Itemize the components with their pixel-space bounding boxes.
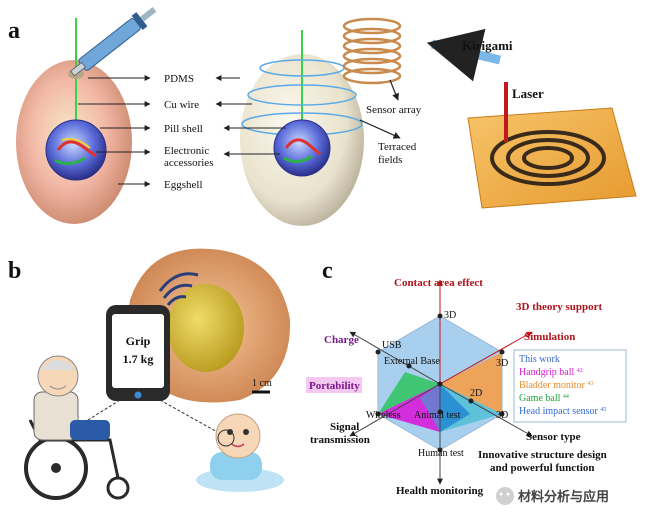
tick-human-test: Human test xyxy=(418,448,464,459)
tick-right-3d-upper: 3D xyxy=(496,358,508,369)
axis-3d-theory-support: 3D theory support xyxy=(516,301,603,313)
legend-item: This work xyxy=(519,354,560,365)
left-callout-arrows xyxy=(78,75,286,187)
area-game-ball xyxy=(378,372,440,414)
watermark-text: 材料分析与应用 xyxy=(518,489,609,504)
panel-b-label: b xyxy=(8,258,21,284)
radar-tick-dots xyxy=(375,313,505,453)
legend: This work Handgrip ball 42 Bladder monit… xyxy=(513,349,627,423)
portability-highlight xyxy=(306,377,362,393)
laser-plate-illustration xyxy=(467,82,637,209)
legend-item: Handgrip ball 42 xyxy=(519,367,583,378)
panel-a: a xyxy=(8,6,637,226)
panel-a-label: a xyxy=(8,18,20,44)
tick-right-3d-lower: 3D xyxy=(496,410,508,421)
axis-transmission: transmission xyxy=(310,434,370,446)
label-pill-shell: Pill shell xyxy=(164,123,203,135)
scale-bar-label: 1 cm xyxy=(252,378,272,389)
axis-signal: Signal xyxy=(330,421,359,433)
area-bladder-monitor xyxy=(440,352,502,414)
axis-sensor-type: Sensor type xyxy=(526,431,581,443)
tick-animal-test: Animal test xyxy=(414,410,461,421)
elderly-wheelchair-illustration xyxy=(24,355,130,500)
axis-innovative-1: Innovative structure design xyxy=(478,449,607,461)
egg-right-illustration xyxy=(240,30,364,226)
tick-wireless: Wireless xyxy=(366,410,401,421)
panel-c: c 3D 3D xyxy=(306,258,627,497)
label-terraced: Terraced xyxy=(378,141,417,153)
axis-health-monitoring: Health monitoring xyxy=(396,485,484,497)
axis-contact-area-effect: Contact area effect xyxy=(394,277,483,289)
axis-charge: Charge xyxy=(324,334,359,346)
baby-illustration xyxy=(196,413,284,492)
tick-top-3d: 3D xyxy=(444,310,456,321)
label-eggshell: Eggshell xyxy=(164,179,203,191)
axis-portability: Portability xyxy=(309,380,360,392)
radar-axes xyxy=(349,279,533,485)
phone-grip-text: Grip xyxy=(126,334,151,348)
sensor-array-coil xyxy=(342,17,402,85)
grip-ball xyxy=(168,284,244,372)
label-fields: fields xyxy=(378,154,402,166)
axis-innovative-2: and powerful function xyxy=(490,462,595,474)
label-accessories: accessories xyxy=(164,157,213,169)
axis-simulation: Simulation xyxy=(524,331,575,343)
label-sensor-array: Sensor array xyxy=(366,104,422,116)
label-electronic: Electronic xyxy=(164,145,209,157)
legend-item: Game ball 44 xyxy=(519,393,569,404)
kirigami-label: Kirigami xyxy=(462,38,513,53)
tick-external-base: External Base xyxy=(384,356,440,367)
tick-usb: USB xyxy=(382,340,402,351)
phone-weight-text: 1.7 kg xyxy=(123,352,154,366)
wireless-signal-icon xyxy=(158,272,199,306)
legend-item: Head impact sensor 45 xyxy=(519,406,606,417)
panel-b: b 1 cm Grip 1.7 kg xyxy=(8,240,292,500)
legend-item: Bladder monitor 43 xyxy=(519,380,593,391)
phone-device xyxy=(106,305,170,401)
label-pdms: PDMS xyxy=(164,73,194,85)
kirigami-arrow xyxy=(426,28,502,82)
panel-c-label: c xyxy=(322,258,333,284)
watermark: 材料分析与应用 xyxy=(496,487,609,505)
laser-label: Laser xyxy=(512,86,544,101)
tick-right-2d: 2D xyxy=(470,388,482,399)
label-cu-wire: Cu wire xyxy=(164,99,199,111)
legend-box xyxy=(513,349,627,423)
egg-left-illustration xyxy=(16,6,157,224)
